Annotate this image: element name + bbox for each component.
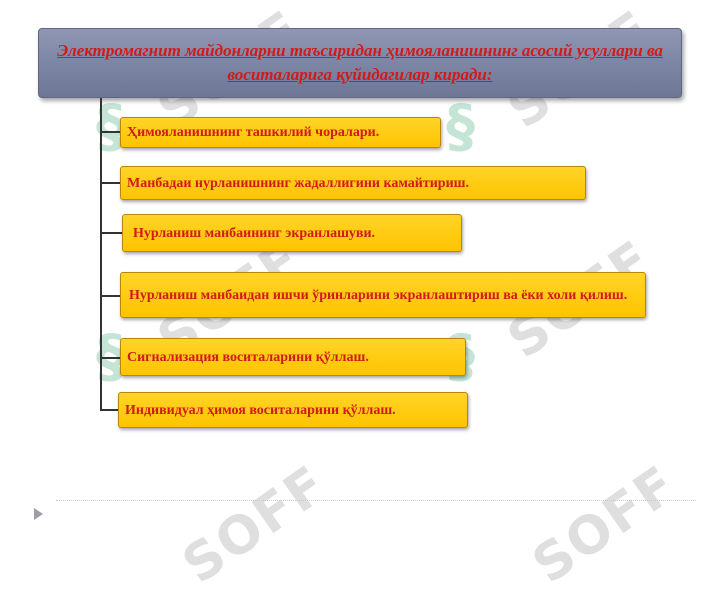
tree-branch-line [100, 182, 120, 184]
diagram-item-label: Нурланиш манбаидан ишчи ўринларини экран… [129, 287, 628, 303]
watermark-logo-icon: § [446, 92, 475, 160]
watermark-text: SOFF [172, 454, 339, 596]
diagram-header: Электромагнит майдонларни таъсиридан ҳим… [38, 28, 682, 98]
diagram-item-label: Индивидуал ҳимоя воситаларини қўллаш. [125, 402, 396, 418]
footer-divider [56, 500, 696, 501]
tree-branch-line [100, 131, 120, 133]
diagram-item: Манбадаи нурланишнинг жадаллигини камайт… [120, 166, 586, 200]
watermark-text: SOFF [522, 454, 689, 596]
diagram-title: Электромагнит майдонларни таъсиридан ҳим… [57, 41, 663, 84]
diagram-item: Сигнализация воситаларини қўллаш. [120, 338, 466, 376]
diagram-item-label: Сигнализация воситаларини қўллаш. [127, 349, 369, 365]
tree-branch-line [100, 357, 120, 359]
tree-branch-line [100, 409, 118, 411]
diagram-item-label: Манбадаи нурланишнинг жадаллигини камайт… [127, 175, 469, 191]
tree-branch-line [100, 232, 122, 234]
diagram-item: Ҳимояланишнинг ташкилий чоралари. [120, 117, 441, 148]
play-arrow-icon[interactable] [34, 508, 43, 520]
diagram-item: Индивидуал ҳимоя воситаларини қўллаш. [118, 392, 468, 428]
diagram-item-label: Ҳимояланишнинг ташкилий чоралари. [127, 125, 380, 140]
diagram-item: Нурланиш манбаидан ишчи ўринларини экран… [120, 272, 646, 318]
diagram-item: Нурланиш манбаининг экранлашуви. [122, 214, 462, 252]
tree-branch-line [100, 295, 120, 297]
diagram-item-label: Нурланиш манбаининг экранлашуви. [133, 225, 376, 241]
tree-trunk-line [100, 98, 102, 411]
